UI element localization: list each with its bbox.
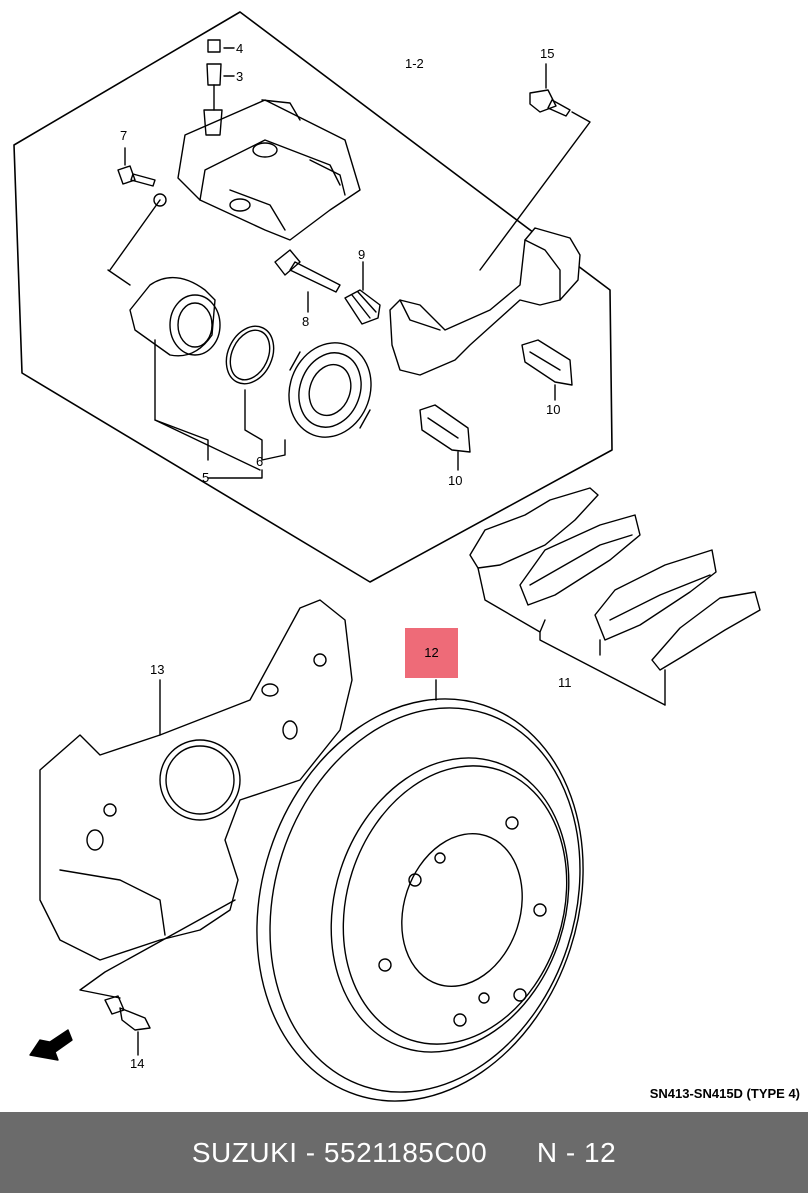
- guide-pin: [274, 249, 341, 293]
- footer-part-number: 5521185C00: [323, 1136, 488, 1168]
- footer-separator: -: [297, 1136, 324, 1168]
- footer-position: N - 12: [536, 1136, 617, 1168]
- callout-10-lower: 10: [448, 473, 462, 488]
- dust-shield: [39, 599, 353, 961]
- brake-pad-set: [469, 487, 761, 671]
- callout-3: 3: [236, 69, 243, 84]
- callout-4: 4: [236, 41, 243, 56]
- highlighted-part-marker: [405, 628, 458, 678]
- caliper-body: [177, 99, 361, 241]
- model-code-label: SN413-SN415D (TYPE 4): [649, 1086, 800, 1101]
- callout-7: 7: [120, 128, 127, 143]
- caliper-bracket: [389, 227, 581, 376]
- callout-9: 9: [358, 247, 365, 262]
- caliper-assembly-frame: [13, 11, 613, 583]
- piston-boot: [288, 342, 372, 438]
- exploded-parts-diagram: 1-2 3 4 5 6 7 8 9 10 10 11 13 14 15: [13, 11, 761, 1102]
- bolt-7: [117, 147, 156, 187]
- callout-1-2: 1-2: [405, 56, 424, 71]
- front-direction-arrow: [29, 1029, 73, 1061]
- pad-clip-upper: [521, 339, 573, 386]
- caliper-piston: [129, 277, 221, 357]
- callout-6: 6: [256, 454, 263, 469]
- bolt-15: [529, 63, 571, 117]
- footer-brand: SUZUKI: [191, 1136, 298, 1168]
- pad-clip-lower: [419, 404, 471, 453]
- brake-disc: [256, 698, 584, 1102]
- callout-10-upper: 10: [546, 402, 560, 417]
- callout-12-highlighted: 12: [424, 645, 439, 660]
- callout-14: 14: [130, 1056, 144, 1071]
- callout-5: 5: [202, 470, 209, 485]
- callout-8: 8: [302, 314, 309, 329]
- callout-15: 15: [540, 46, 554, 61]
- bolt-14: [104, 995, 151, 1031]
- pin-boot: [344, 289, 381, 325]
- bleeder-screw-and-cap: [203, 39, 223, 136]
- footer-bar: SUZUKI - 5521185C00 N - 12: [0, 1112, 808, 1193]
- callout-11: 11: [558, 675, 572, 690]
- footer-gap: [487, 1137, 537, 1169]
- callout-13: 13: [150, 662, 164, 677]
- piston-seal: [225, 325, 275, 385]
